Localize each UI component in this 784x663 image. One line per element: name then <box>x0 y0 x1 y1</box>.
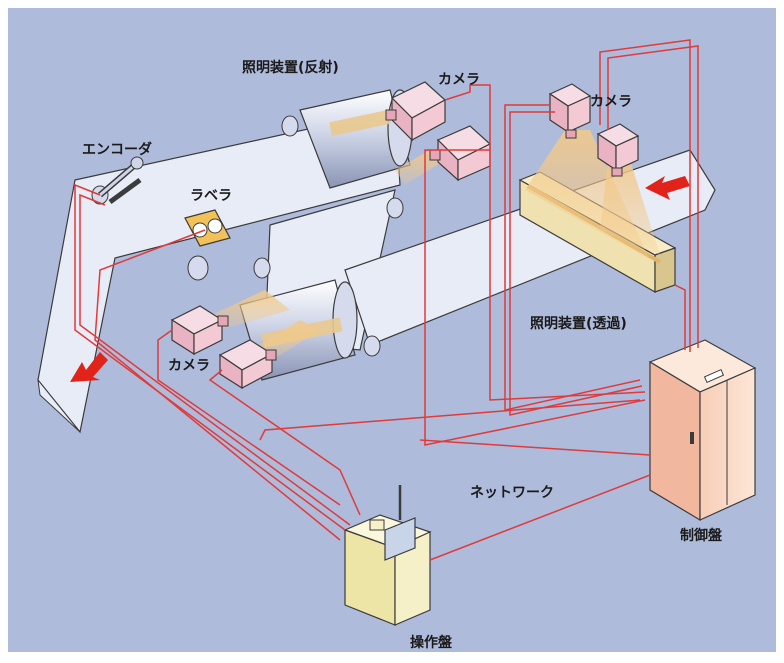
control-cabinet <box>648 339 757 522</box>
label-operation-panel: 操作盤 <box>410 634 453 651</box>
guide-roller <box>281 115 299 137</box>
guide-roller <box>386 197 404 219</box>
red-arrow-icon <box>70 352 108 382</box>
labeler-device <box>184 209 231 247</box>
camera-right-2 <box>596 123 640 177</box>
web-sheet-end <box>37 378 81 433</box>
label-control-panel: 制御盤 <box>680 527 723 544</box>
light-beam-camera-right-2 <box>600 160 660 255</box>
label-encoder: エンコーダ <box>82 141 152 158</box>
light-beam-camera-bottom-2 <box>250 320 320 358</box>
camera-top-1 <box>385 81 447 142</box>
encoder-device <box>91 156 144 205</box>
label-labeler: ラベラ <box>190 188 232 204</box>
operation-cabinet <box>343 485 432 626</box>
camera-right-1 <box>548 83 592 139</box>
labeler-roller <box>187 255 209 281</box>
camera-bottom-2 <box>218 339 277 390</box>
guide-roller <box>253 257 271 279</box>
red-arrow-icon <box>645 176 690 200</box>
cable-network <box>74 39 699 561</box>
label-light-transmit: 照明装置(透過) <box>530 315 627 332</box>
label-light-reflect: 照明装置(反射) <box>242 59 339 76</box>
label-camera-bottom: カメラ <box>168 358 210 374</box>
label-camera-right: カメラ <box>590 94 632 110</box>
label-camera-top: カメラ <box>438 72 480 88</box>
guide-roller <box>363 335 381 357</box>
camera-bottom-1 <box>170 305 229 356</box>
label-network: ネットワーク <box>470 485 554 501</box>
